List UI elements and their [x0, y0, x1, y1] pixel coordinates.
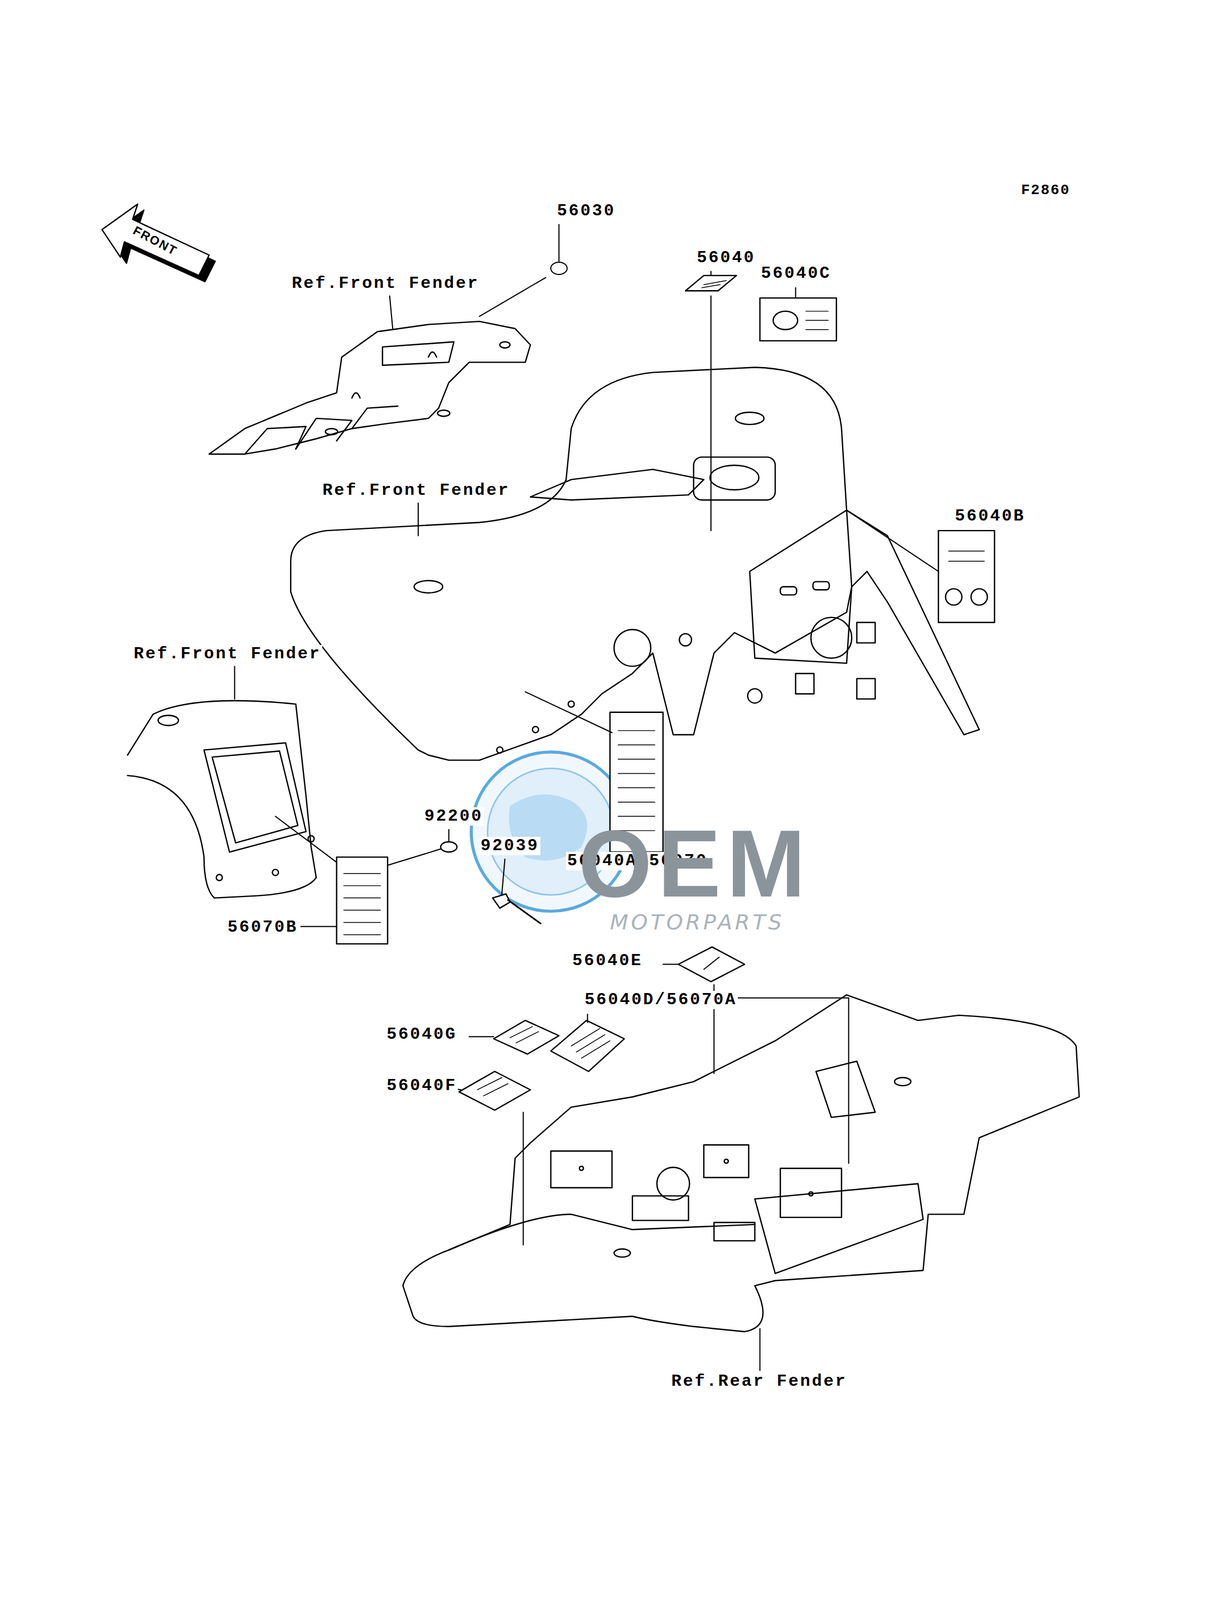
- part-number: 56040E: [571, 951, 644, 970]
- front-fender: [290, 366, 980, 760]
- rear-fender: [402, 994, 1080, 1332]
- leader-lines: [234, 224, 939, 1370]
- watermark: OEM: [578, 815, 811, 911]
- part-number: 56070B: [226, 917, 299, 937]
- reference-label: Ref.Front Fender: [321, 481, 511, 500]
- decals: [336, 275, 995, 1110]
- part-number: 56040B: [953, 506, 1027, 526]
- part-number: 56040G: [385, 1025, 458, 1044]
- front-fender-part: [209, 321, 531, 454]
- part-number: 56040D/56070A: [583, 990, 738, 1009]
- reference-label: Ref.Front Fender: [290, 274, 481, 293]
- direction-label: FRONT: [130, 223, 180, 259]
- front-arrow: [102, 204, 216, 282]
- part-number: 56040C: [760, 264, 833, 283]
- part-number: 56040: [695, 248, 757, 268]
- part-number: 56030: [556, 201, 617, 221]
- reference-label: Ref.Rear Fender: [670, 1371, 849, 1391]
- part-number: 56040F: [385, 1076, 458, 1095]
- figure-number: F2860: [1020, 182, 1072, 199]
- watermark: MOTORPARTS: [610, 910, 785, 935]
- part-number: 92200: [423, 806, 485, 826]
- reference-label: Ref.Front Fender: [132, 644, 323, 664]
- part-number: 92039: [479, 836, 541, 855]
- front-fender-detail: [127, 700, 317, 898]
